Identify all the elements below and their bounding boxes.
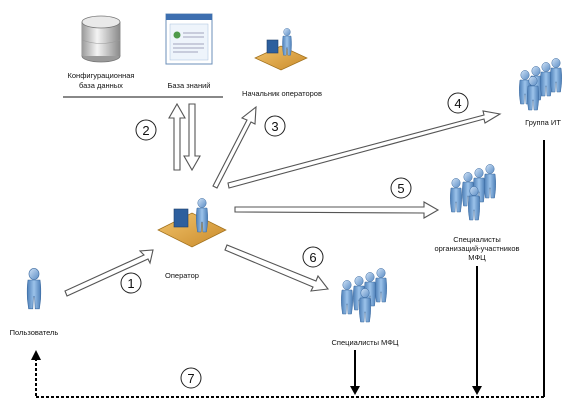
arrow-step-2-down: [183, 103, 201, 172]
operator-head-label: Начальник операторов: [242, 89, 322, 98]
database-icon: [81, 15, 121, 63]
operator-desk-icon: [157, 198, 227, 248]
step-1-number: 1: [127, 276, 134, 291]
config-db-label-line2: база данных: [79, 81, 123, 90]
org-specialists-label-line2: организаций-участников: [434, 244, 519, 253]
arrow-step-4: [227, 110, 502, 189]
step-5-number: 5: [397, 181, 404, 196]
it-group-label: Группа ИТ: [525, 118, 561, 127]
step-4-marker: 4: [447, 92, 469, 114]
group-icon: [450, 164, 496, 221]
step-2-marker: 2: [135, 119, 157, 141]
step-5-marker: 5: [390, 177, 412, 199]
step-7-marker: 7: [180, 367, 202, 389]
knowledge-base-label: База знаний: [168, 81, 211, 90]
operator-desk-icon: [254, 28, 308, 71]
step-7-number: 7: [187, 371, 194, 386]
group-icon: [341, 268, 387, 323]
step-6-number: 6: [309, 250, 316, 265]
arrow-step-1: [64, 249, 154, 297]
feedback-lines: [31, 140, 545, 398]
arrow-step-6: [224, 244, 330, 292]
org-specialists-node[interactable]: Специалисты организаций-участников МФЦ: [434, 164, 520, 262]
user-label: Пользователь: [10, 328, 59, 337]
operator-label: Оператор: [165, 271, 199, 280]
operator-head-node[interactable]: Начальник операторов: [242, 28, 322, 98]
user-icon: [26, 268, 42, 310]
step-3-marker: 3: [264, 115, 286, 137]
mfc-specialists-label: Специалисты МФЦ: [332, 338, 399, 347]
arrow-step-5: [234, 201, 440, 219]
arrow-step-3: [212, 105, 257, 189]
org-specialists-label-line1: Специалисты: [453, 235, 500, 244]
user-node[interactable]: Пользователь: [10, 268, 59, 337]
step-1-marker: 1: [120, 272, 142, 294]
group-icon: [519, 58, 562, 111]
step-2-number: 2: [142, 123, 149, 138]
document-window-icon: [165, 13, 213, 65]
step-4-number: 4: [454, 96, 461, 111]
mfc-specialists-node[interactable]: Специалисты МФЦ: [332, 268, 399, 347]
operator-node[interactable]: Оператор: [157, 198, 227, 280]
org-specialists-label-line3: МФЦ: [468, 253, 486, 262]
config-db-node[interactable]: Конфигурационная база данных: [68, 15, 135, 90]
step-3-number: 3: [271, 119, 278, 134]
step-6-marker: 6: [302, 246, 324, 268]
it-group-node[interactable]: Группа ИТ: [519, 58, 562, 127]
arrow-step-2-up: [168, 102, 186, 171]
knowledge-base-node[interactable]: База знаний: [165, 13, 213, 90]
config-db-label-line1: Конфигурационная: [68, 71, 135, 80]
